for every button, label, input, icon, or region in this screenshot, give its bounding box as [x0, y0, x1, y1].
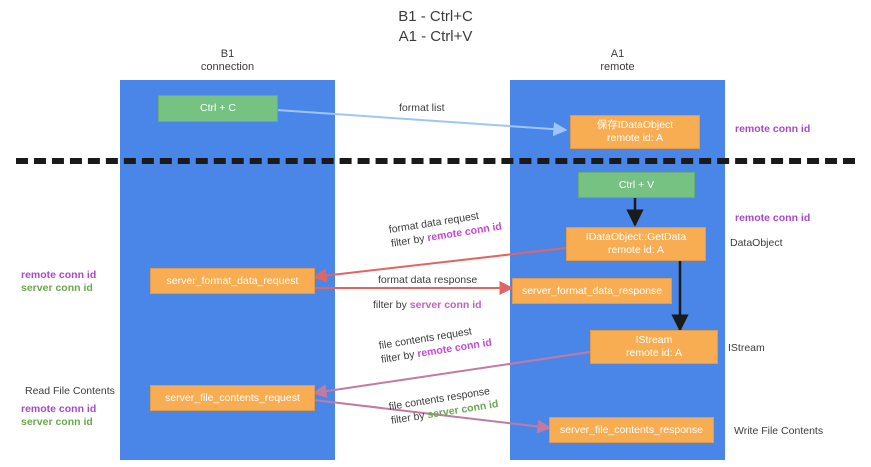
annotation-right-remote-conn-id-top: remote conn id [735, 123, 811, 135]
annotation-right-write-file-contents: Write File Contents [734, 425, 824, 437]
node-server-format-data-response[interactable]: server_format_data_response [512, 278, 672, 304]
node-ctrl-c-label: Ctrl + C [200, 102, 236, 114]
node-idataobject-save[interactable]: 保存IDataObject remote id: A [570, 115, 700, 149]
node-idataobject-save-line1: 保存IDataObject [596, 119, 674, 131]
filter-prefix: filter by [373, 299, 410, 311]
node-istream-line1: IStream [635, 334, 673, 346]
node-server-format-data-request[interactable]: server_format_data_request [150, 268, 315, 294]
node-getdata-line2: remote id: A [607, 244, 665, 256]
edge-label-format-list: format list [399, 102, 445, 114]
node-ctrl-v[interactable]: Ctrl + V [578, 172, 695, 198]
column-header-a1: A1 remote [600, 48, 635, 73]
node-server-format-data-request-label: server_format_data_request [166, 274, 299, 287]
annotation-left-read-file-contents: Read File Contents [25, 385, 115, 397]
phase-divider [16, 158, 855, 164]
node-server-file-contents-request-label: server_file_contents_request [165, 391, 300, 404]
edge-label-format-data-request-group: format data request filter by remote con… [388, 206, 503, 251]
annotation-right-istream: IStream [728, 342, 765, 354]
edge-label-file-contents-response-group: file contents response filter by server … [388, 383, 500, 428]
column-header-b1: B1 connection [200, 48, 255, 73]
node-idataobject-save-line2: remote id: A [606, 132, 664, 144]
edge-label-file-contents-request-group: file contents request filter by remote c… [378, 322, 493, 367]
node-server-file-contents-request[interactable]: server_file_contents_request [150, 385, 315, 411]
node-server-file-contents-response-label: server_file_contents_response [559, 423, 703, 436]
annotation-left-server-conn-id-mid: server conn id [21, 282, 93, 294]
node-idataobject-getdata[interactable]: IDataObject::GetData remote id: A [566, 227, 706, 261]
node-server-file-contents-response[interactable]: server_file_contents_response [549, 417, 714, 443]
node-ctrl-c[interactable]: Ctrl + C [158, 95, 278, 122]
edge-label-format-data-response-filter: filter by server conn id [373, 298, 482, 312]
node-istream[interactable]: IStream remote id: A [590, 330, 718, 364]
annotation-right-dataobject: DataObject [730, 237, 783, 249]
filter-key-server-conn-id: server conn id [409, 299, 482, 311]
node-server-format-data-response-label: server_format_data_response [521, 284, 663, 297]
annotation-left-remote-conn-id-bot: remote conn id [21, 403, 97, 415]
annotation-right-remote-conn-id-mid: remote conn id [735, 212, 811, 224]
annotation-left-server-conn-id-bot: server conn id [21, 416, 93, 428]
edge-label-format-data-response: format data response [378, 274, 478, 286]
node-getdata-line1: IDataObject::GetData [585, 231, 687, 243]
page-title: B1 - Ctrl+C A1 - Ctrl+V [398, 8, 473, 45]
node-ctrl-v-label: Ctrl + V [618, 178, 655, 191]
node-istream-line2: remote id: A [625, 347, 683, 359]
annotation-left-remote-conn-id-mid: remote conn id [21, 269, 97, 281]
